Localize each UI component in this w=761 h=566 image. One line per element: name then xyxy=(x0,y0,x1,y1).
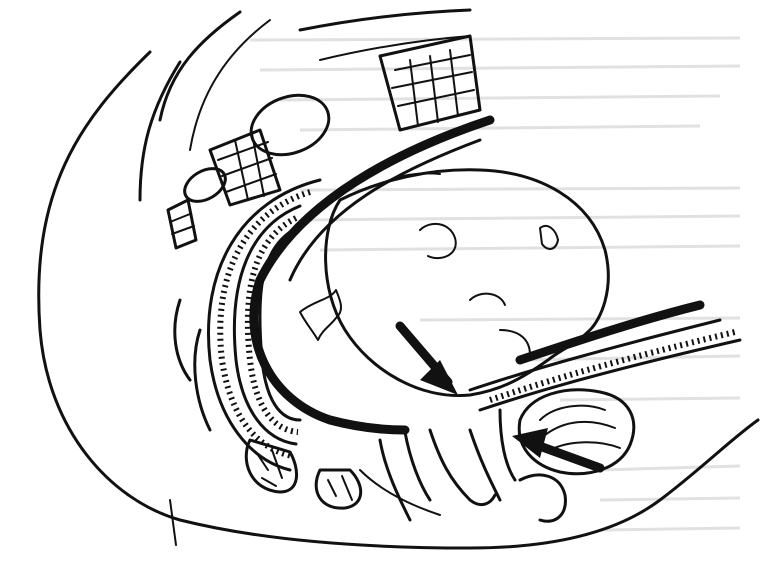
coccyx-tip xyxy=(175,300,361,508)
bleed-through-text xyxy=(250,38,740,530)
posterior-wall xyxy=(254,120,490,430)
